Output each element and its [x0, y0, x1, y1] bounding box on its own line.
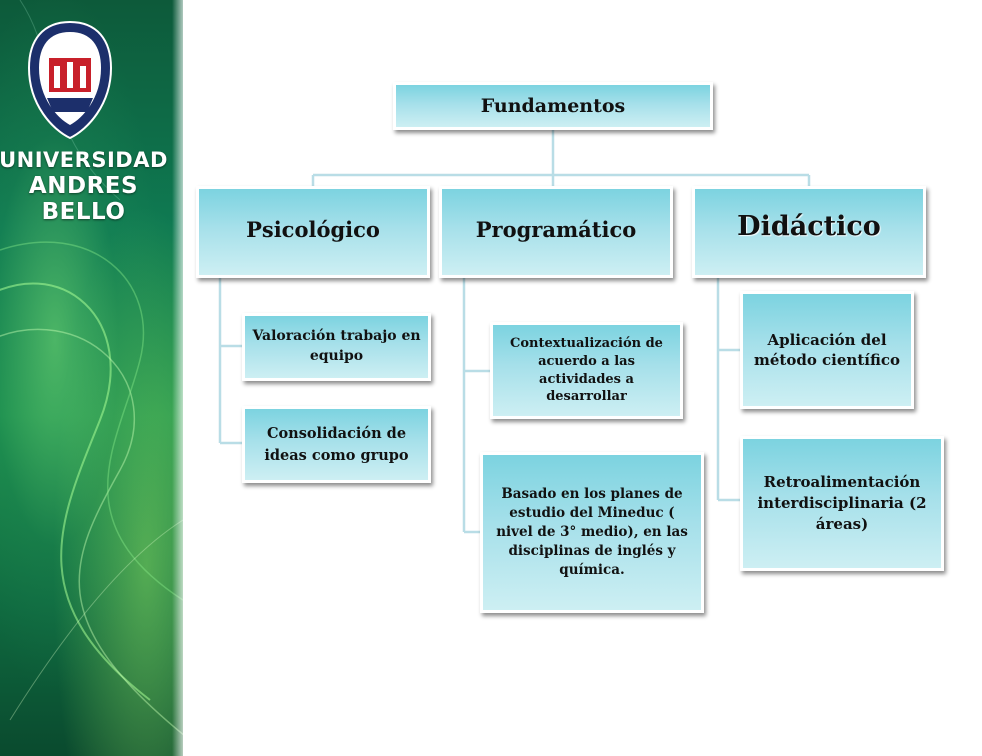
branch-programatico: Programático	[439, 186, 673, 278]
university-seal-logo	[27, 20, 113, 140]
node-planes-mineduc: Basado en los planes de estudio del Mine…	[480, 452, 704, 613]
root-node: Fundamentos	[393, 82, 713, 130]
branch-psicologico: Psicológico	[196, 186, 430, 278]
node-metodo-cientifico: Aplicación del método científico	[740, 291, 914, 409]
branch-didactico: Didáctico	[692, 186, 926, 278]
node-contextualizacion: Contextualización de acuerdo a las activ…	[490, 322, 683, 419]
node-label: Retroalimentación interdisciplinaria (2 …	[757, 473, 927, 533]
branch-label: Programático	[475, 217, 637, 242]
node-consolidacion: Consolidación de ideas como grupo	[242, 406, 431, 483]
branch-label: Psicológico	[246, 217, 380, 242]
node-label: Basado en los planes de estudio del Mine…	[496, 486, 688, 578]
node-label: Valoración trabajo en equipo	[252, 328, 421, 364]
branch-label: Didáctico	[737, 211, 881, 242]
node-label: Consolidación de ideas como grupo	[264, 424, 409, 464]
university-name-line1: UNIVERSIDAD	[0, 148, 168, 172]
node-retroalimentacion: Retroalimentación interdisciplinaria (2 …	[740, 436, 944, 571]
root-label: Fundamentos	[480, 95, 626, 117]
node-label: Contextualización de acuerdo a las activ…	[510, 336, 663, 405]
university-name-line2: ANDRES BELLO	[28, 173, 139, 225]
sidebar-fade-edge	[172, 0, 183, 756]
node-label: Aplicación del método científico	[753, 330, 900, 369]
node-valoracion: Valoración trabajo en equipo	[242, 313, 431, 381]
swirl-decoration	[0, 0, 183, 736]
sidebar-background: UNIVERSIDAD ANDRES BELLO	[0, 0, 183, 756]
